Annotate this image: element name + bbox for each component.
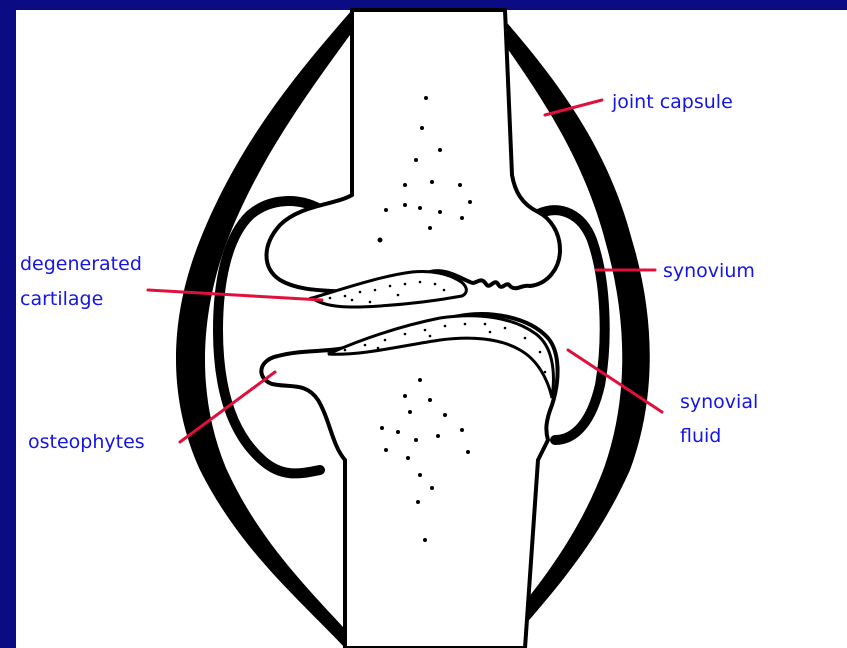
label-synovium: synovium (663, 260, 755, 282)
joint-capsule-left (176, 10, 368, 648)
label-cartilage-line2: cartilage (20, 288, 103, 310)
label-joint-capsule: joint capsule (611, 91, 733, 113)
label-fluid-line2: fluid (680, 425, 721, 447)
label-osteophytes: osteophytes (28, 431, 145, 453)
label-degenerated-line1: degenerated (20, 253, 142, 275)
leader-degenerated-cartilage (148, 290, 322, 300)
label-synovial-line1: synovial (680, 391, 758, 413)
